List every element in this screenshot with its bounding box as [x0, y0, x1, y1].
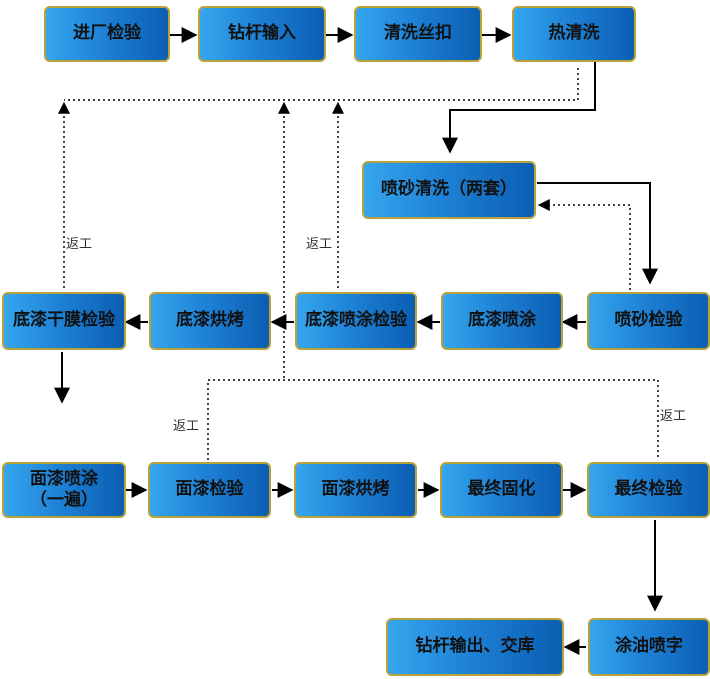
- rework-sandblast-loop: [537, 199, 631, 290]
- node-topcoat-spray: 面漆喷涂 （一遍）: [2, 462, 126, 518]
- arrow-sandblast-to-inspection: [537, 182, 658, 285]
- node-final-inspection: 最终检验: [587, 462, 710, 518]
- node-sandblast-cleaning: 喷砂清洗（两套）: [362, 161, 536, 219]
- rework-top-line: [64, 68, 579, 101]
- node-incoming-inspection: 进厂检验: [44, 6, 170, 62]
- node-oil-spray-marking: 涂油喷字: [588, 618, 710, 676]
- node-hot-cleaning: 热清洗: [512, 6, 636, 62]
- node-final-curing: 最终固化: [440, 462, 563, 518]
- node-thread-cleaning: 清洗丝扣: [354, 6, 482, 62]
- arrow-hot-to-sandblast: [442, 62, 596, 154]
- node-rod-input: 钻杆输入: [198, 6, 326, 62]
- node-primer-spray: 底漆喷涂: [441, 292, 563, 350]
- node-primer-baking: 底漆烘烤: [149, 292, 271, 350]
- node-primer-dry-film-inspection: 底漆干膜检验: [2, 292, 126, 350]
- node-topcoat-inspection: 面漆检验: [148, 462, 271, 518]
- rework-label-topcoat: 返工: [173, 419, 200, 434]
- rework-label-primer-inspection: 返工: [306, 237, 333, 252]
- rework-topcoat-line: [207, 379, 659, 460]
- node-primer-spray-inspection: 底漆喷涂检验: [295, 292, 417, 350]
- node-topcoat-baking: 面漆烘烤: [294, 462, 417, 518]
- rework-label-dry-film: 返工: [66, 237, 93, 252]
- rework-label-final: 返工: [660, 409, 687, 424]
- node-sandblast-inspection: 喷砂检验: [587, 292, 710, 350]
- node-rod-output-delivery: 钻杆输出、交库: [386, 618, 564, 676]
